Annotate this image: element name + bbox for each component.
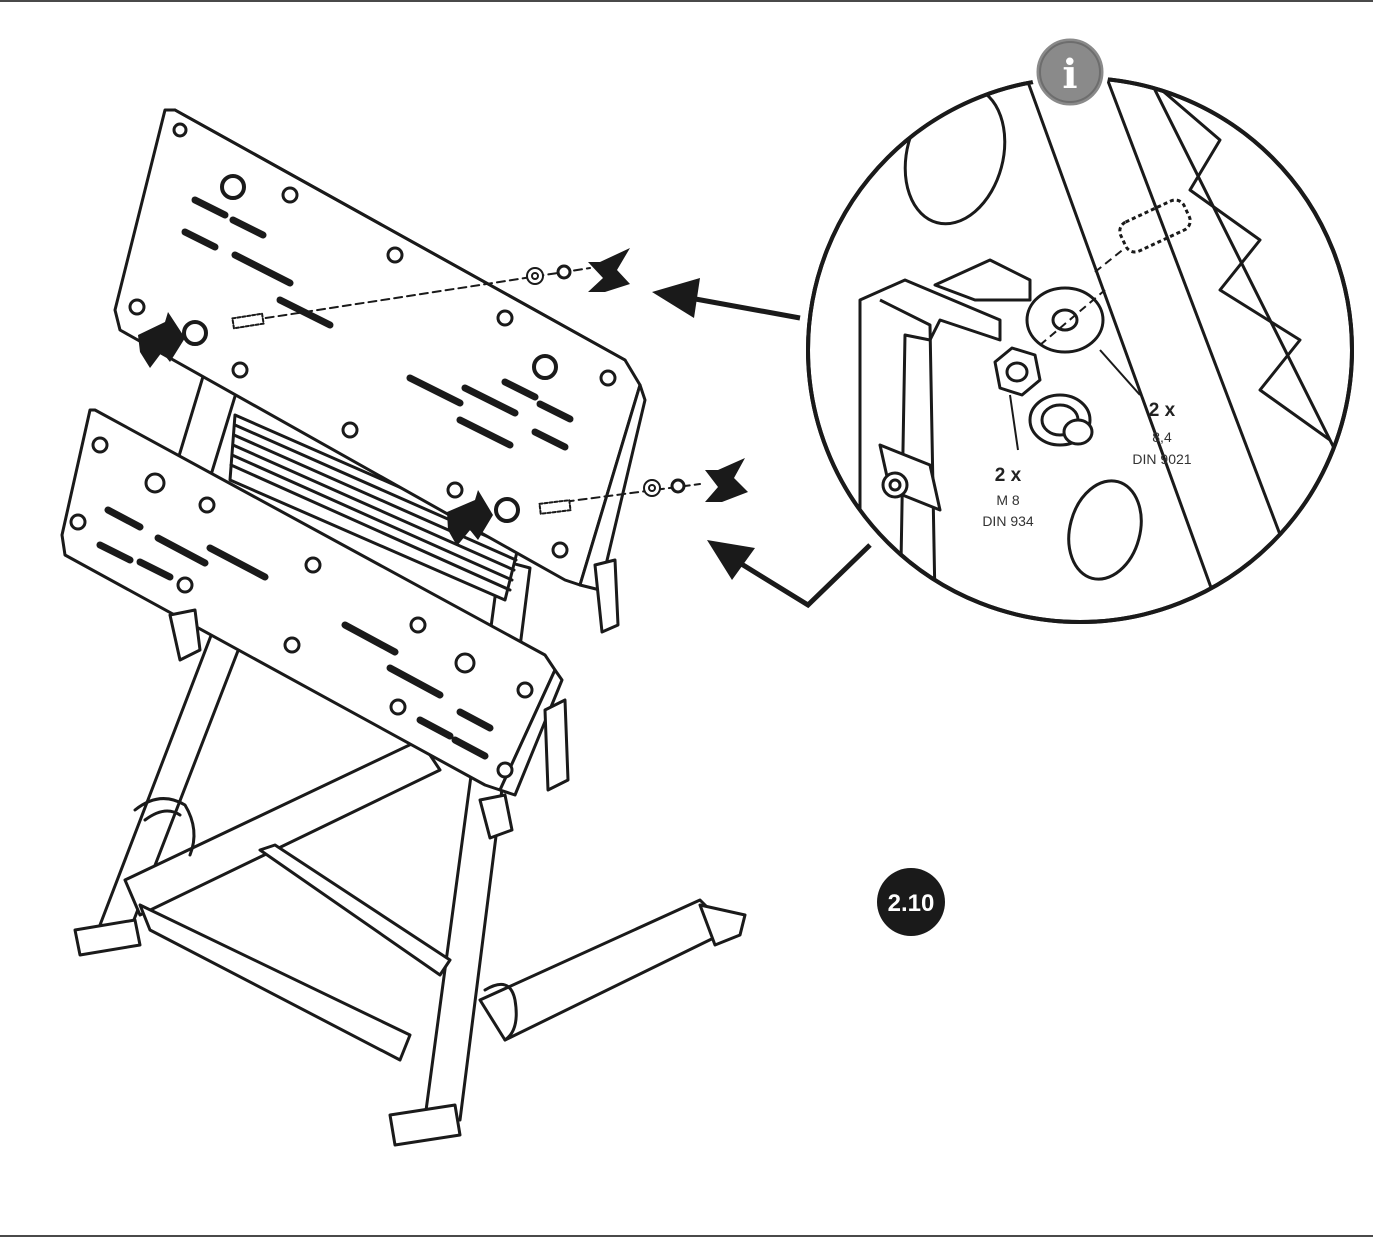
nut-quantity: 2 x <box>995 465 1022 486</box>
top-rule <box>0 0 1373 2</box>
washer-quantity: 2 x <box>1149 400 1176 421</box>
zoom-detail: 2 x 8,4 DIN 9021 2 x M 8 DIN 934 <box>806 76 1354 624</box>
workbench-illustration <box>60 108 747 1147</box>
info-icon: i <box>1031 33 1109 111</box>
leader-arrows <box>689 295 872 609</box>
nut-size: M 8 <box>996 492 1020 508</box>
leader-arrowheads <box>652 278 755 580</box>
step-badge-icon: 2.10 <box>877 868 945 936</box>
exploded-bolts <box>231 264 701 515</box>
bottom-rule <box>0 1235 1373 1237</box>
arrow-icon <box>138 248 748 546</box>
step-number: 2.10 <box>888 890 935 917</box>
washer-standard: DIN 9021 <box>1132 451 1191 467</box>
front-plate <box>60 408 620 840</box>
nut-standard: DIN 934 <box>982 513 1034 529</box>
washer-size: 8,4 <box>1152 429 1172 445</box>
info-glyph: i <box>1062 51 1077 98</box>
